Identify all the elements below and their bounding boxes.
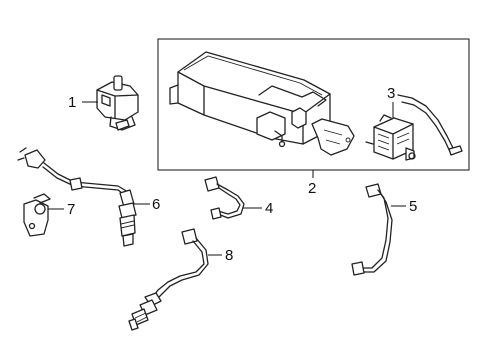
callout-4: 4 [265, 200, 273, 217]
vent-hose [397, 94, 456, 155]
callout-7: 7 [67, 201, 75, 218]
callout-2: 2 [308, 180, 316, 197]
callout-5: 5 [409, 198, 417, 215]
vacuum-switching-valve [365, 114, 416, 161]
callout-3: 3 [387, 85, 395, 102]
sensor-bracket-7 [23, 193, 51, 237]
wire-harness-4 [204, 176, 245, 220]
callout-6: 6 [152, 196, 160, 213]
charcoal-canister [169, 51, 355, 156]
callout-1: 1 [68, 94, 76, 111]
callout-8: 8 [225, 247, 233, 264]
wire-harness-5 [351, 183, 393, 276]
oxygen-sensor-8 [128, 228, 209, 331]
purge-vsv-bracket [96, 75, 139, 131]
oxygen-sensor-6 [17, 147, 137, 247]
